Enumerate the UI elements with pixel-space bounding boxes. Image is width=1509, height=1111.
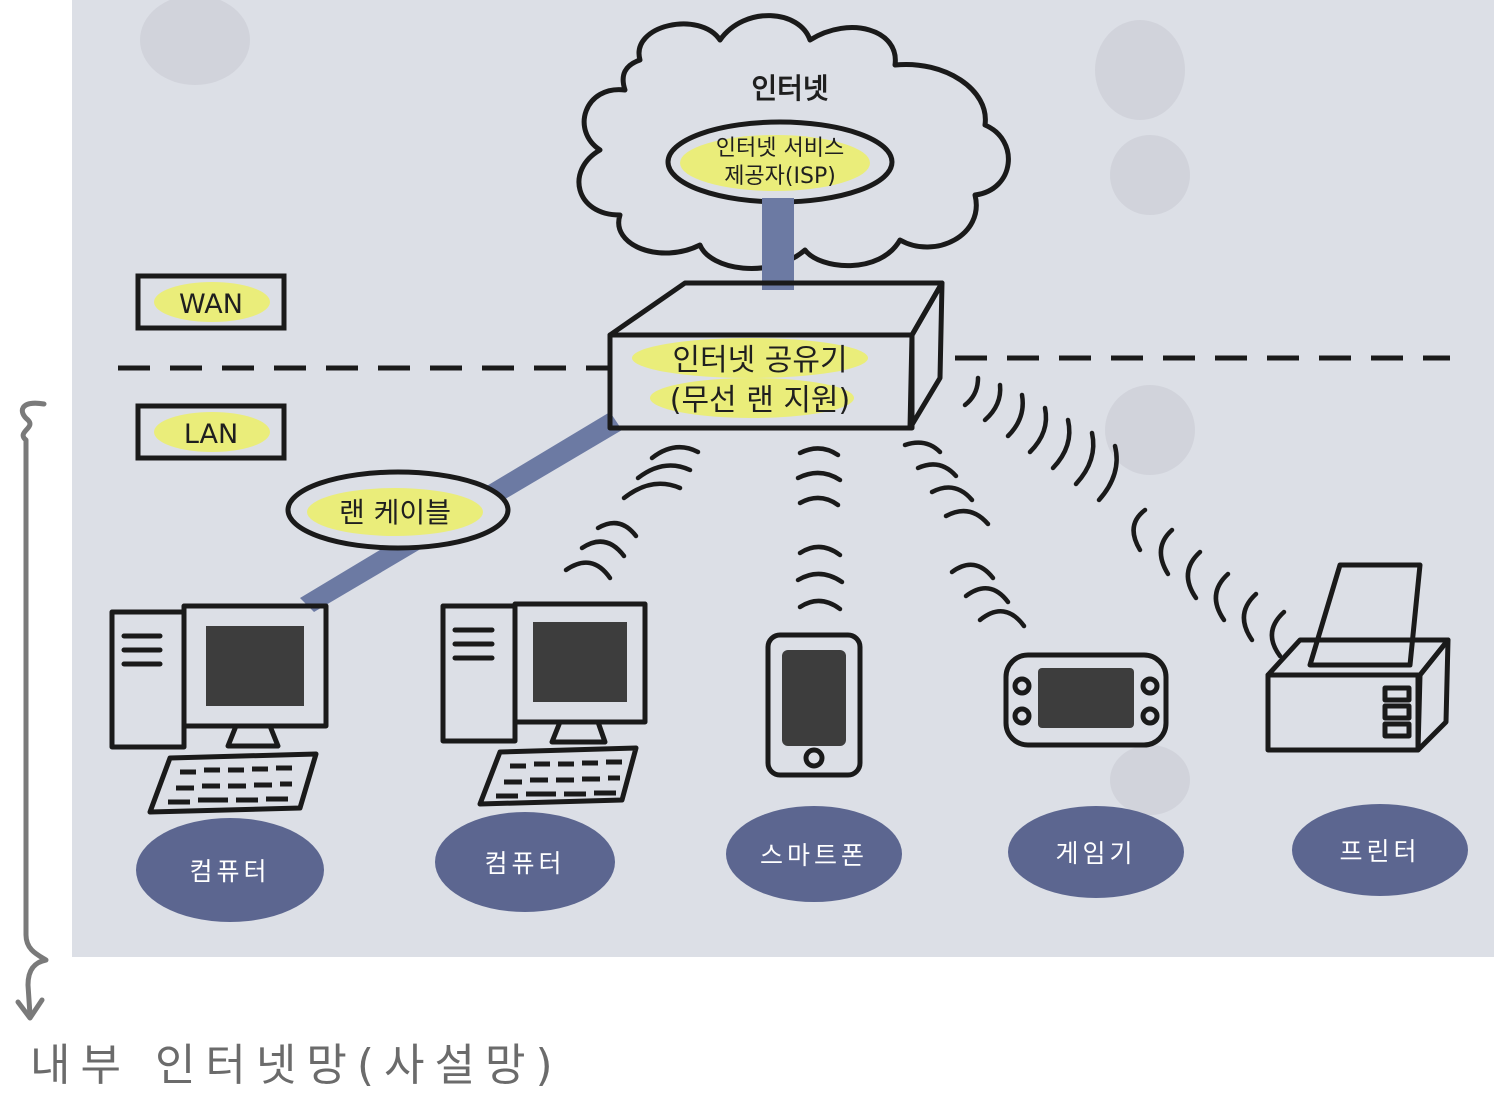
wave-game-upper bbox=[902, 440, 991, 527]
device-badge-computer2: 컴퓨터 bbox=[435, 812, 615, 912]
router-label-line2: (무선 랜 지원) bbox=[670, 383, 850, 418]
router-label-line1: 인터넷 공유기 bbox=[672, 343, 847, 378]
wave-printer-upper bbox=[962, 375, 1119, 503]
isp-label-line1: 인터넷 서비스 bbox=[716, 136, 844, 161]
lan-box bbox=[135, 403, 287, 461]
wan-label: WAN bbox=[179, 289, 243, 320]
cable-label: 랜 케이블 bbox=[339, 496, 451, 529]
printer-illustration bbox=[1265, 562, 1451, 753]
wave-phone-upper bbox=[795, 446, 843, 508]
isp-uplink bbox=[762, 198, 794, 290]
device-label-printer: 프린터 bbox=[1339, 837, 1420, 866]
router bbox=[607, 280, 945, 431]
wan-box bbox=[135, 273, 287, 331]
cable-label-highlight bbox=[307, 488, 483, 536]
internet-cloud bbox=[576, 13, 1011, 271]
wave-computer2-upper bbox=[621, 444, 701, 501]
smartphone-illustration bbox=[765, 632, 863, 778]
device-label-smartphone: 스마트폰 bbox=[760, 841, 868, 870]
lan-bracket bbox=[19, 400, 49, 1018]
wave-printer-lower bbox=[1131, 507, 1287, 659]
device-label-game-console: 게임기 bbox=[1055, 839, 1136, 868]
bracket-arrowhead bbox=[15, 997, 45, 1021]
device-badge-printer: 프린터 bbox=[1292, 804, 1468, 896]
device-badge-smartphone: 스마트폰 bbox=[726, 806, 902, 902]
game-console-illustration bbox=[1003, 652, 1169, 748]
device-label-computer2: 컴퓨터 bbox=[484, 849, 565, 878]
wave-game-lower bbox=[949, 562, 1027, 629]
computer2-illustration bbox=[440, 601, 648, 807]
bleed-through-shapes bbox=[140, 0, 1195, 815]
device-badge-computer1: 컴퓨터 bbox=[136, 818, 324, 922]
computer1-illustration bbox=[109, 603, 329, 815]
isp-highlight bbox=[680, 135, 870, 191]
lan-label: LAN bbox=[184, 419, 238, 450]
lan-highlight bbox=[154, 412, 270, 452]
wave-computer2-lower bbox=[563, 520, 639, 581]
internet-label: 인터넷 bbox=[751, 72, 828, 105]
wave-phone-lower bbox=[795, 544, 845, 612]
device-badge-game-console: 게임기 bbox=[1008, 806, 1184, 898]
wireless-waves bbox=[563, 375, 1287, 659]
wan-highlight bbox=[154, 282, 270, 322]
device-label-computer1: 컴퓨터 bbox=[189, 857, 270, 886]
isp-label-line2: 제공자(ISP) bbox=[724, 164, 836, 189]
bracket-caption: 내부 인터넷망(사설망) bbox=[30, 1040, 563, 1091]
